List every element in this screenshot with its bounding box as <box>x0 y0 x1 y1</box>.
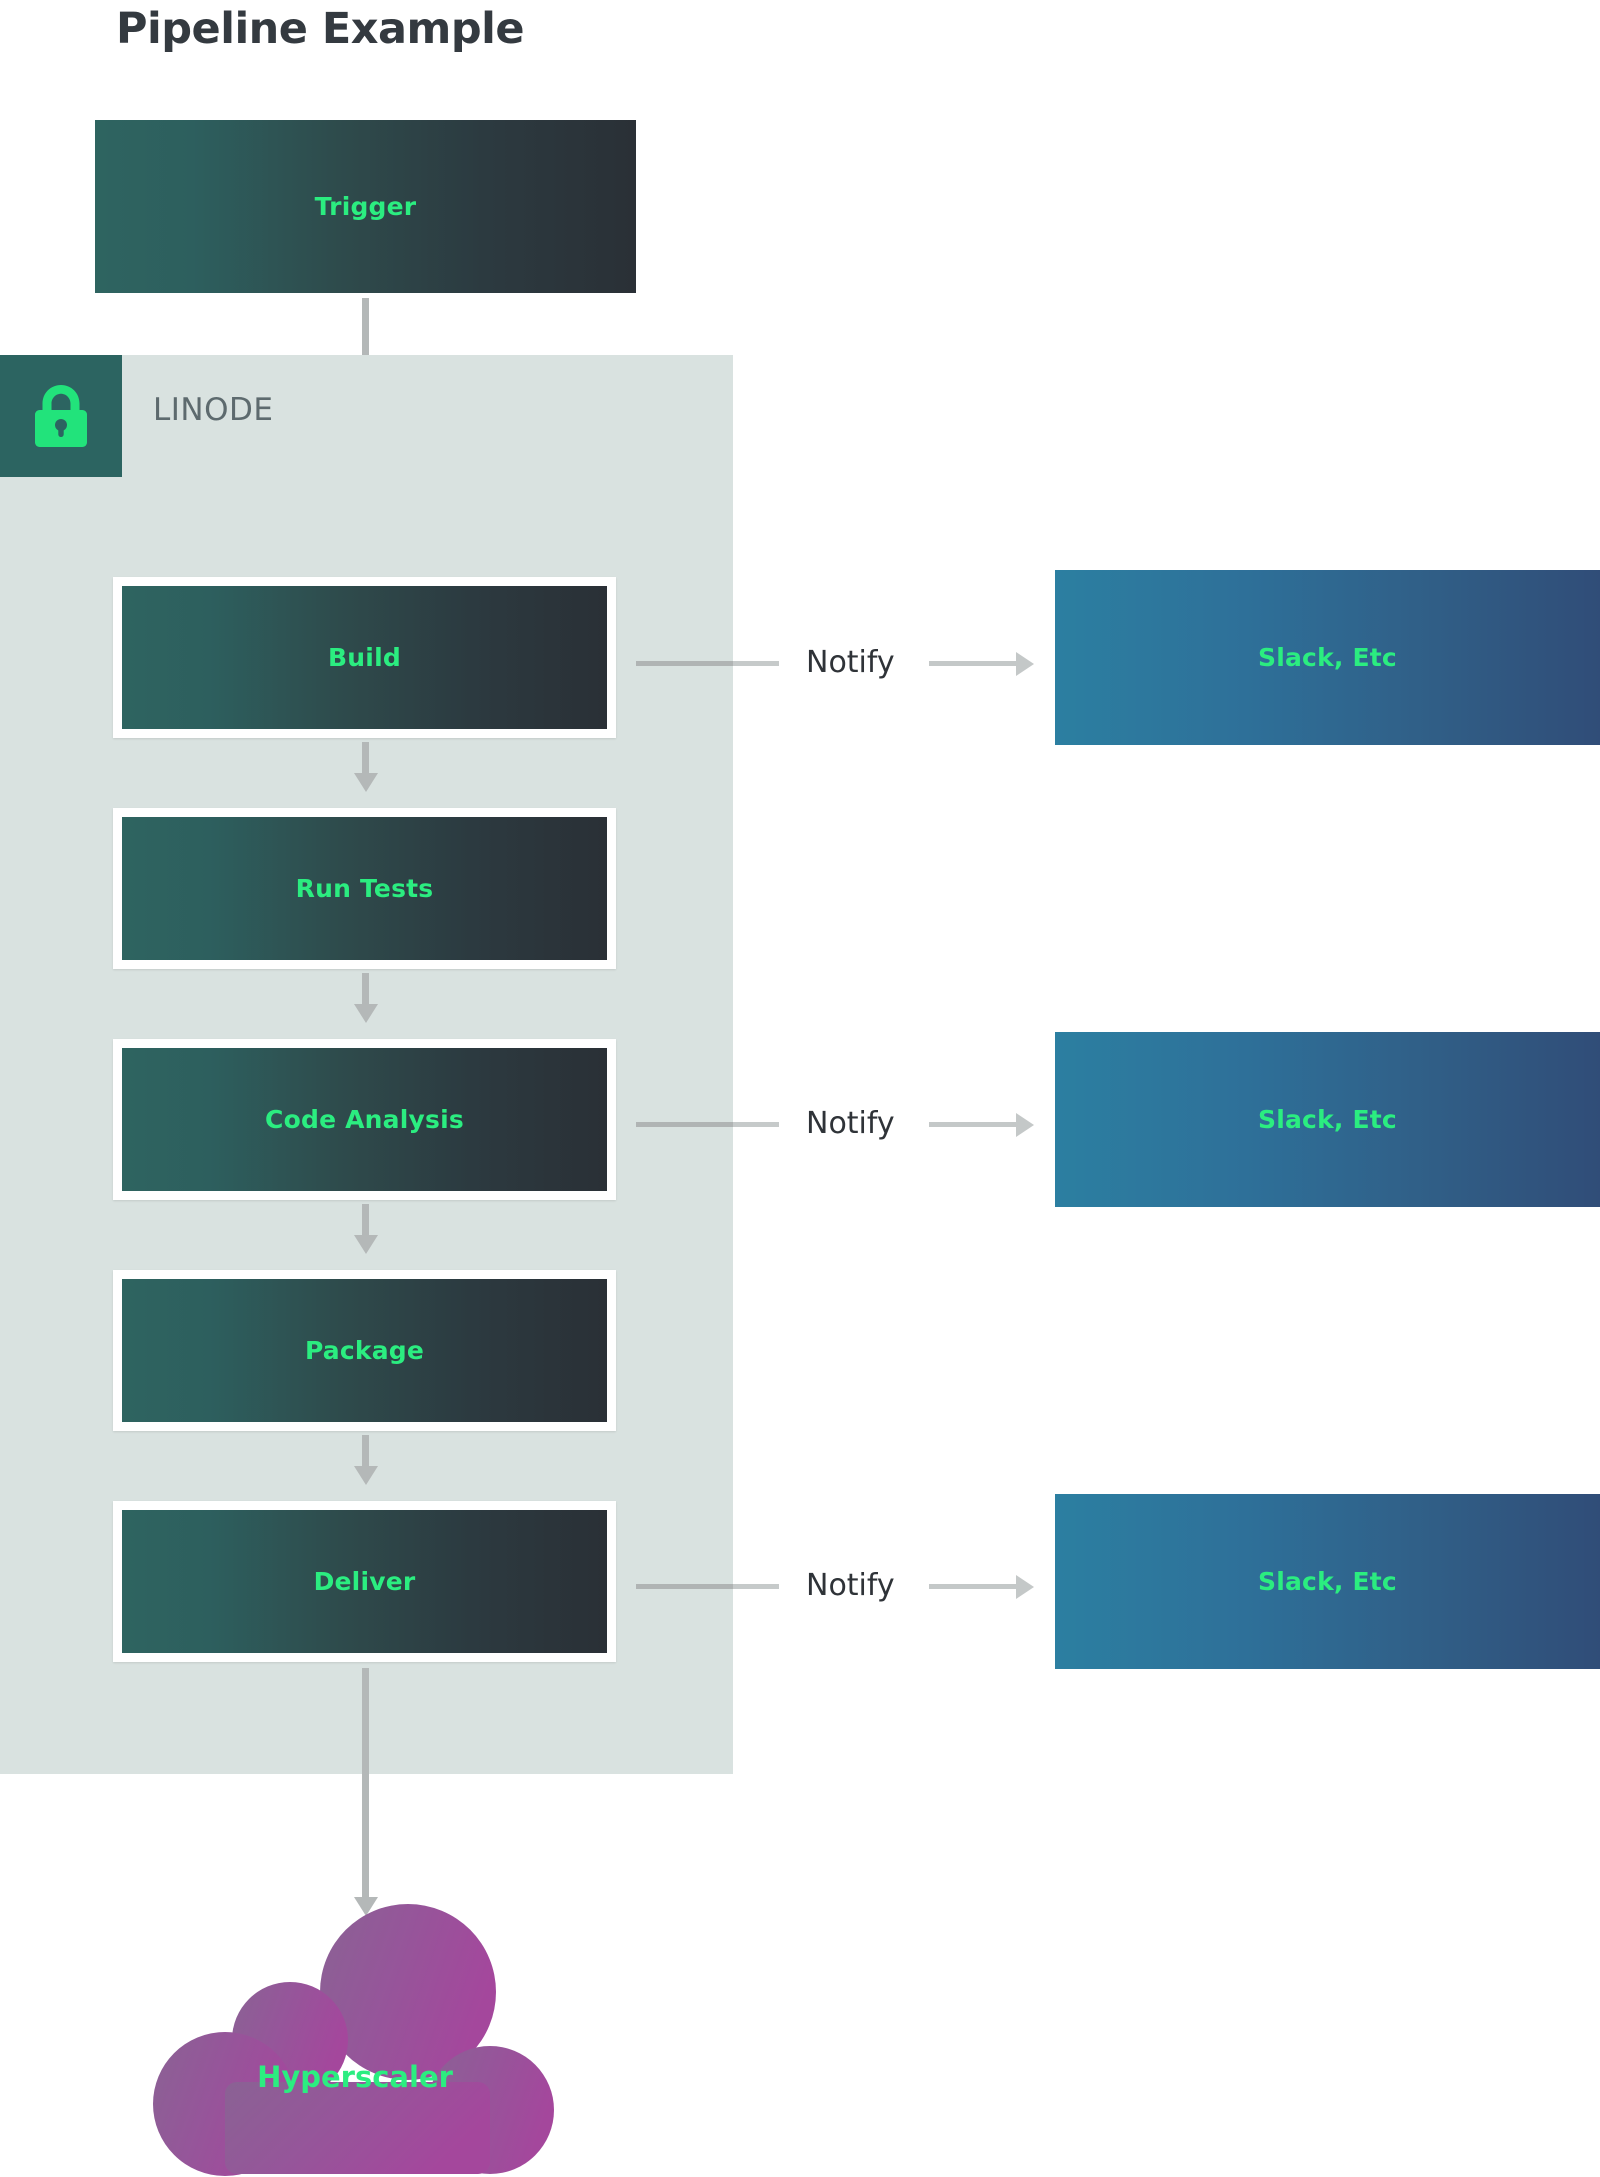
node-build-label: Build <box>328 643 401 672</box>
node-trigger[interactable]: Trigger <box>95 120 636 293</box>
notify-label-build: Notify <box>806 645 895 680</box>
arrow-build-to-run-tests <box>362 742 369 774</box>
node-run-tests-label: Run Tests <box>295 874 434 903</box>
node-package[interactable]: Package <box>113 1270 616 1431</box>
arrow-run-tests-to-code-analysis <box>362 973 369 1005</box>
linode-zone-label: LINODE <box>153 392 274 428</box>
node-package-label: Package <box>304 1336 425 1365</box>
notify-arrow-build <box>929 661 1017 666</box>
node-slack-build[interactable]: Slack, Etc <box>1055 570 1600 745</box>
cloud-shape <box>153 1904 554 2176</box>
arrow-package-to-deliver <box>362 1435 369 1467</box>
node-code-analysis-label: Code Analysis <box>265 1105 464 1134</box>
node-trigger-label: Trigger <box>314 192 417 221</box>
notify-arrow-code-analysis <box>929 1122 1017 1127</box>
node-deliver-label: Deliver <box>313 1567 416 1596</box>
notify-line-code-analysis-outer <box>733 1122 779 1127</box>
node-deliver[interactable]: Deliver <box>113 1501 616 1662</box>
node-slack-build-label: Slack, Etc <box>1258 643 1397 672</box>
notify-arrow-deliver <box>929 1584 1017 1589</box>
notify-line-deliver-outer <box>733 1584 779 1589</box>
node-slack-deliver-label: Slack, Etc <box>1258 1567 1397 1596</box>
node-code-analysis[interactable]: Code Analysis <box>113 1039 616 1200</box>
node-build[interactable]: Build <box>113 577 616 738</box>
node-slack-deliver[interactable]: Slack, Etc <box>1055 1494 1600 1669</box>
node-hyperscaler[interactable]: Hyperscaler <box>140 1882 570 2177</box>
notify-label-code-analysis: Notify <box>806 1106 895 1141</box>
notify-line-build <box>636 661 733 666</box>
arrow-deliver-to-hyperscaler <box>362 1668 369 1898</box>
lock-icon <box>35 385 87 447</box>
linode-badge <box>0 355 122 477</box>
notify-label-deliver: Notify <box>806 1568 895 1603</box>
arrow-code-analysis-to-package <box>362 1204 369 1236</box>
node-slack-code-analysis[interactable]: Slack, Etc <box>1055 1032 1600 1207</box>
node-slack-code-analysis-label: Slack, Etc <box>1258 1105 1397 1134</box>
node-run-tests[interactable]: Run Tests <box>113 808 616 969</box>
notify-line-deliver <box>636 1584 733 1589</box>
notify-line-build-outer <box>733 661 779 666</box>
notify-line-code-analysis <box>636 1122 733 1127</box>
page-title: Pipeline Example <box>116 4 525 54</box>
